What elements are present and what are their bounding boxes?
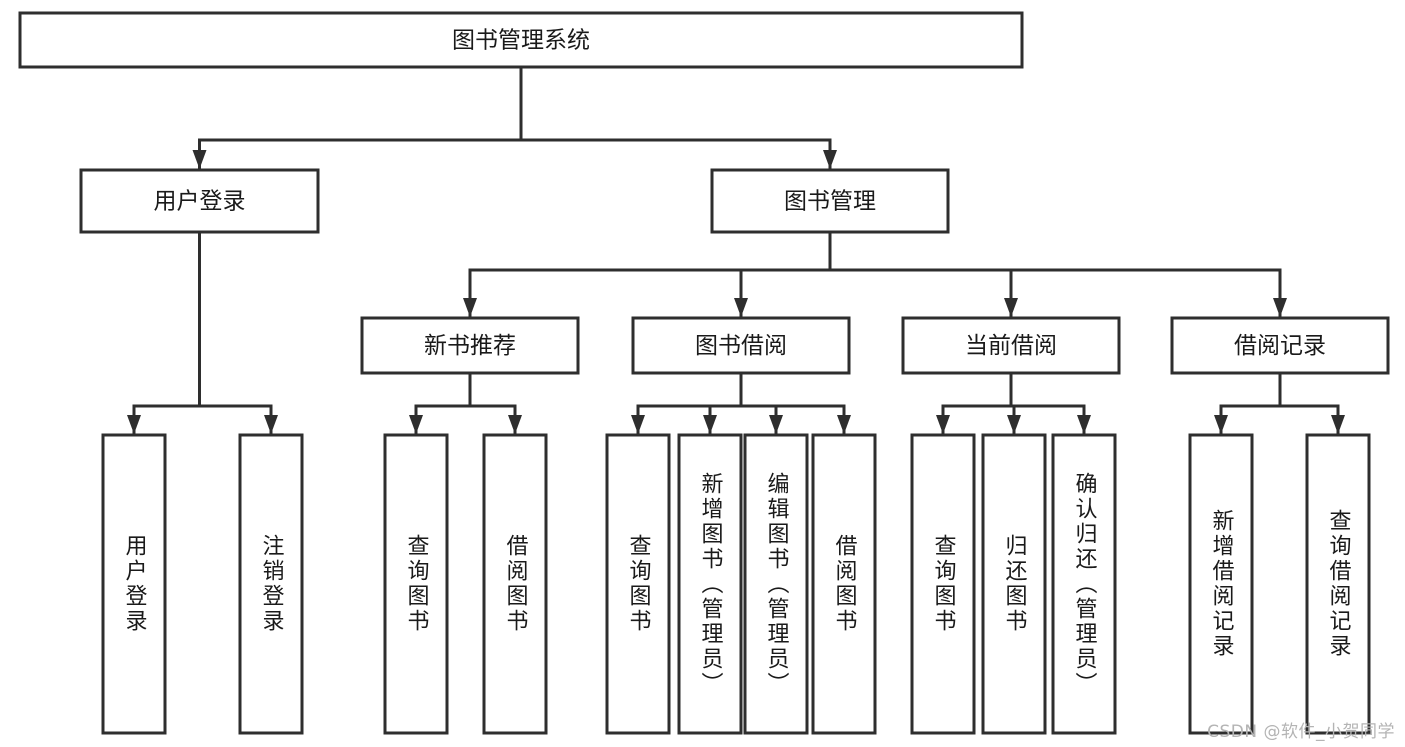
arrow-head-icon-leaf-1-1 [508,415,522,434]
box-layer [18,11,1390,735]
node-root-label: 图书管理系统 [452,28,590,54]
arrow-head-icon-leaf-2-3 [837,415,851,434]
node-level2-label-0: 用户登录 [154,189,246,215]
arrow-head-icon-mgmt-2 [1004,298,1018,317]
arrow-head-icon-leaf-0-1 [264,415,278,434]
node-level3-label-3: 借阅记录 [1234,333,1326,359]
arrow-head-icon-root-1 [823,150,837,169]
node-level3-label-2: 当前借阅 [965,333,1057,359]
watermark-text: CSDN @软件_小贺同学 [1207,722,1395,742]
arrow-head-icon-leaf-2-2 [769,415,783,434]
connector-layer [127,65,1345,435]
arrow-head-icon-leaf-4-1 [1331,415,1345,434]
arrow-head-icon-leaf-3-0 [936,415,950,434]
node-level3-box-2[interactable] [901,316,1121,375]
arrow-head-icon-leaf-3-2 [1077,415,1091,434]
arrow-head-icon-leaf-2-0 [631,415,645,434]
node-level2-label-1: 图书管理 [784,189,876,215]
leaf-box-6[interactable] [743,433,809,735]
node-level3-box-1[interactable] [631,316,851,375]
node-level2-box-0[interactable] [79,168,320,234]
leaf-box-0[interactable] [101,433,167,735]
leaf-box-8[interactable] [910,433,976,735]
leaf-box-11[interactable] [1188,433,1254,735]
arrow-head-icon-mgmt-0 [463,298,477,317]
leaf-box-4[interactable] [605,433,671,735]
leaf-box-10[interactable] [1051,433,1117,735]
node-level3-label-0: 新书推荐 [424,333,516,359]
node-level3-label-1: 图书借阅 [695,333,787,359]
arrow-head-icon-mgmt-1 [734,298,748,317]
leaf-box-3[interactable] [482,433,548,735]
arrow-head-icon-root-0 [192,150,207,169]
arrow-head-icon-leaf-4-0 [1214,415,1228,434]
node-level3-box-3[interactable] [1170,316,1390,375]
node-level2-box-1[interactable] [710,168,950,234]
leaf-box-1[interactable] [238,433,304,735]
leaf-box-12[interactable] [1305,433,1371,735]
arrow-head-icon-leaf-0-0 [127,415,141,434]
node-root-box[interactable] [18,11,1024,69]
leaf-box-5[interactable] [677,433,743,735]
arrow-head-icon-leaf-2-1 [703,415,717,434]
leaf-box-9[interactable] [981,433,1047,735]
arrow-head-icon-leaf-1-0 [409,415,423,434]
arrow-head-icon-mgmt-3 [1273,298,1287,317]
arrow-head-icon-leaf-3-1 [1007,415,1021,434]
leaf-box-7[interactable] [811,433,877,735]
node-level3-box-0[interactable] [360,316,580,375]
leaf-box-2[interactable] [383,433,449,735]
